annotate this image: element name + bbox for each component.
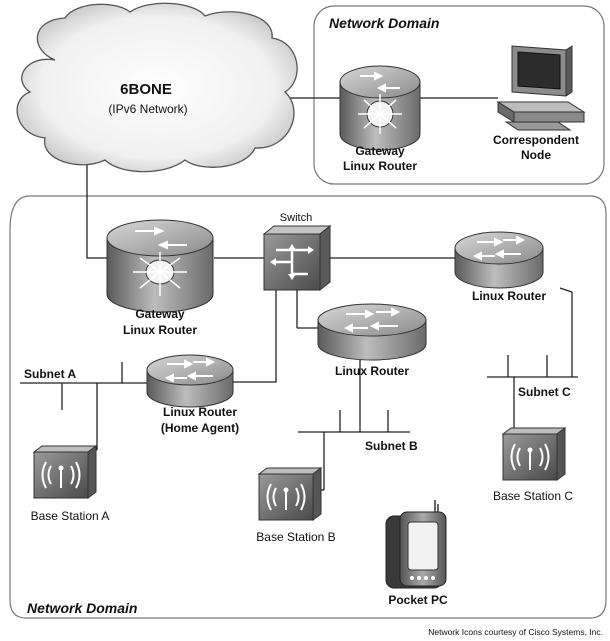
home-agent-label-1: Linux Router [163,405,237,419]
subnet-c-label: Subnet C [518,385,571,399]
credit-text: Network Icons courtesy of Cisco Systems,… [428,627,603,637]
correspondent-label-2: Node [521,148,551,162]
pocket-pc-icon [385,500,447,589]
router-right-label: Linux Router [472,289,546,303]
cloud-subtitle: (IPv6 Network) [108,102,187,116]
router-mid-label: Linux Router [335,364,409,378]
switch-icon [262,224,332,292]
correspondent-label-1: Correspondent [493,133,579,147]
base-station-icon [257,467,323,521]
gateway-bottom-label-1: Gateway [135,307,185,321]
base-station-a-label: Base Station A [31,509,110,523]
base-station-b-label: Base Station B [256,530,335,544]
switch-label: Switch [280,212,312,224]
base-station-icon [501,427,567,481]
gateway-bottom-label-2: Linux Router [123,323,197,337]
router-icon [106,219,214,313]
bottom-network-domain-box [9,195,607,619]
cloud-title: 6BONE [120,81,172,98]
top-network-domain-box [313,5,605,185]
router-icon [146,354,234,408]
router-icon [317,303,427,361]
top-domain-label: Network Domain [329,15,439,31]
workstation-icon [496,45,586,131]
pocket-pc-label: Pocket PC [388,593,448,607]
links [20,97,578,491]
home-agent-label-2: (Home Agent) [161,421,239,435]
router-icon [339,65,421,151]
base-station-icon [32,445,98,499]
router-icon [454,231,544,289]
bottom-domain-label: Network Domain [27,600,137,616]
subnet-b-label: Subnet B [365,439,418,453]
subnet-a-label: Subnet A [24,367,77,381]
gateway-top-label-1: Gateway [355,144,405,158]
base-station-c-label: Base Station C [493,489,573,503]
gateway-top-label-2: Linux Router [343,159,417,173]
cloud-icon [16,2,298,173]
